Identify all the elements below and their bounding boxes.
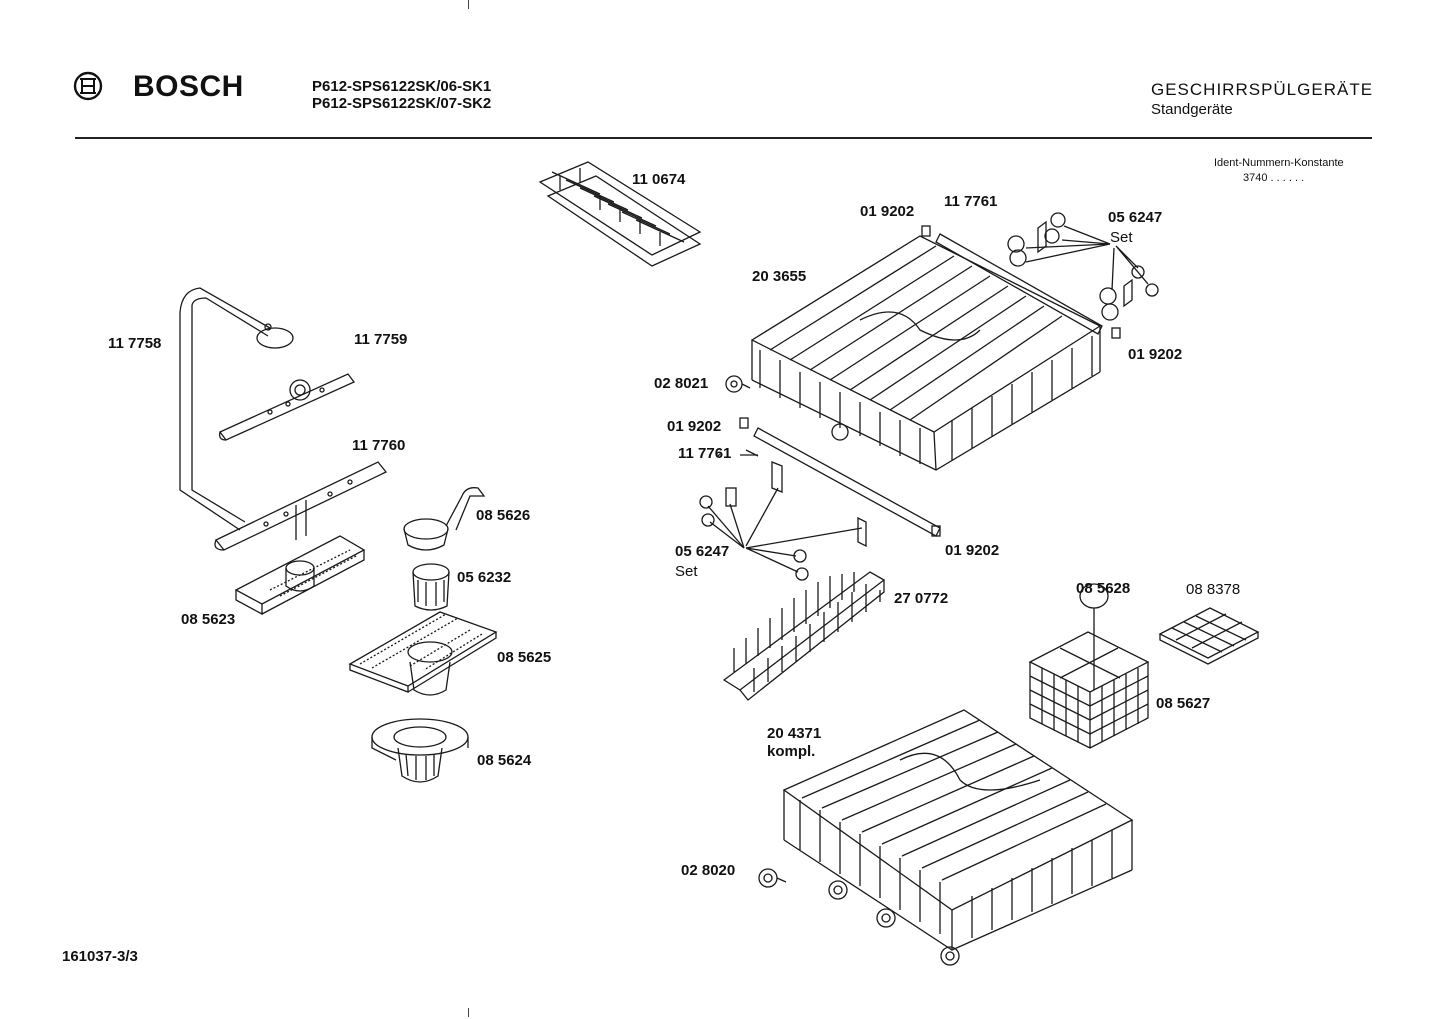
part-label-upper-basket: 20 3655 — [752, 268, 807, 285]
part-label-cutlery-basket: 08 5627 — [1156, 695, 1211, 712]
part-label-basket-roller-bottom: 02 8020 — [681, 862, 736, 879]
rail-clip-front — [739, 417, 749, 429]
cutlery-tray-top — [538, 161, 702, 267]
part-label-rail-front: 11 7761 — [678, 445, 732, 462]
filter-pipe — [403, 487, 486, 551]
fine-filter — [412, 563, 450, 611]
part-label-rail-top: 11 7761 — [944, 193, 998, 210]
rail-clip-top-a — [921, 225, 931, 237]
part-label-rail-clip-top-a: 01 9202 — [860, 203, 915, 220]
part-label-lower-basket-note: kompl. — [767, 743, 816, 760]
filter-plate — [348, 611, 498, 696]
part-label-roller-set-front-note: Set — [675, 563, 698, 580]
upper-basket — [750, 235, 1102, 471]
top-rail — [921, 212, 1159, 339]
part-label-lower-spray-arm: 11 7760 — [352, 437, 406, 454]
ident-value: 3740 . . . . . . — [1243, 172, 1305, 184]
part-label-roller-set-front: 05 6247 — [675, 543, 730, 560]
rail-clip-top-b — [1111, 327, 1121, 339]
category-subtitle: Standgeräte — [1151, 101, 1233, 118]
document-id: 161037-3/3 — [62, 948, 138, 965]
spray-arm-mount — [234, 535, 366, 616]
part-label-basket-roller-top: 02 8021 — [654, 375, 709, 392]
ident-label: Ident-Nummern-Konstante — [1214, 157, 1344, 169]
bosch-logo-icon — [73, 71, 103, 101]
part-label-roller-set-top: 05 6247 — [1108, 209, 1163, 226]
part-label-filter-pipe: 08 5626 — [476, 507, 531, 524]
part-label-cutlery-lid: 08 8378 — [1186, 581, 1241, 598]
upper-spray-arm — [218, 373, 356, 441]
part-label-fine-filter: 05 6232 — [457, 569, 512, 586]
supply-pipe — [179, 287, 294, 531]
part-label-supply-pipe: 11 7758 — [108, 335, 162, 352]
coarse-filter — [371, 718, 469, 783]
part-label-lower-basket: 20 4371 — [767, 725, 822, 742]
part-label-cutlery-rack-top: 11 0674 — [632, 171, 686, 188]
part-label-spray-arm-mount: 08 5623 — [181, 611, 236, 628]
part-label-coarse-filter: 08 5624 — [477, 752, 532, 769]
part-label-cutlery-handle: 08 5628 — [1076, 580, 1131, 597]
part-label-filter-plate: 08 5625 — [497, 649, 552, 666]
brand-name: BOSCH — [133, 70, 244, 103]
header-divider — [75, 137, 1372, 139]
cutlery-lid — [1158, 607, 1260, 665]
basket-roller-bottom — [758, 868, 787, 888]
cutlery-basket — [1028, 583, 1150, 749]
roller-bracket — [725, 487, 737, 507]
basket-roller-top — [725, 375, 751, 393]
part-label-rail-clip-front: 01 9202 — [667, 418, 722, 435]
part-label-rail-clip-front-b: 01 9202 — [945, 542, 1000, 559]
part-label-roller-set-top-note: Set — [1110, 229, 1133, 246]
crop-mark-top — [468, 0, 469, 9]
model-line-1: P612-SPS6122SK/06-SK1 — [312, 78, 492, 95]
front-rail — [699, 417, 941, 581]
part-label-upper-spray-arm: 11 7759 — [354, 331, 408, 348]
model-line-2: P612-SPS6122SK/07-SK2 — [312, 95, 492, 112]
rail-clip-front-b — [931, 525, 941, 537]
lower-spray-arm — [214, 461, 388, 551]
crop-mark-bottom — [468, 1008, 469, 1017]
lower-basket — [782, 709, 1134, 966]
part-label-rail-clip-top-b: 01 9202 — [1128, 346, 1183, 363]
category-title: GESCHIRRSPÜLGERÄTE — [1151, 80, 1374, 99]
part-label-plate-rack: 27 0772 — [894, 590, 949, 607]
plate-rack — [722, 571, 886, 701]
